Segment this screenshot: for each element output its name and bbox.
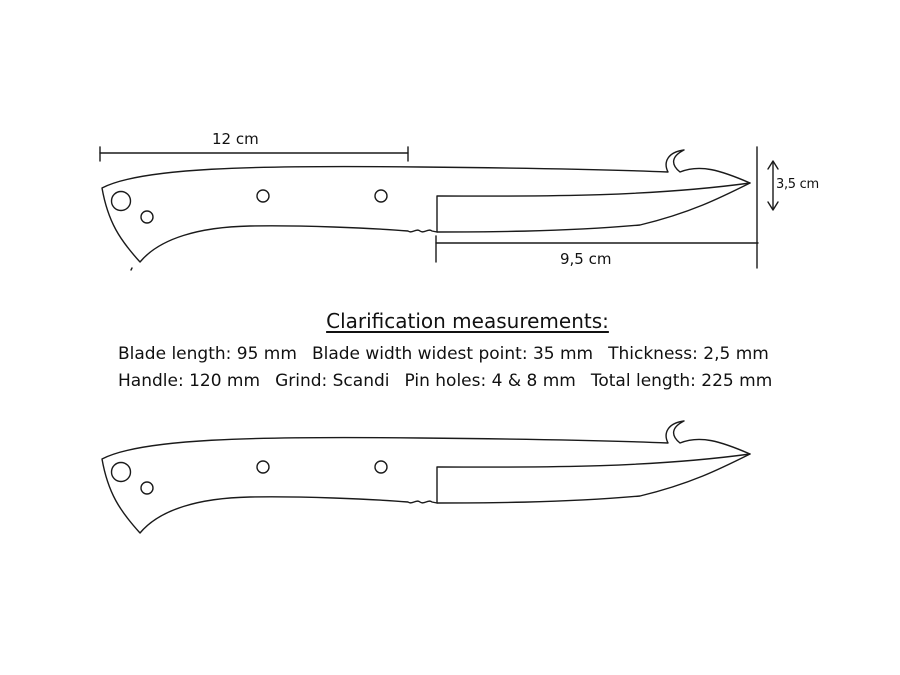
handle-length-dimension bbox=[99, 146, 409, 162]
spec-blade-length: Blade length: 95 mm bbox=[118, 344, 297, 364]
spec-blade-width: Blade width widest point: 35 mm bbox=[311, 344, 594, 364]
knife-top bbox=[101, 149, 751, 263]
spec-total-length: Total length: 225 mm bbox=[590, 371, 773, 391]
spec-handle: Handle: 120 mm bbox=[118, 371, 261, 391]
blade-width-dimension bbox=[767, 160, 779, 211]
blade-width-label: 3,5 cm bbox=[776, 177, 819, 192]
blade-length-label: 9,5 cm bbox=[560, 250, 612, 268]
specs-line-1: Blade length: 95 mm Blade width widest po… bbox=[118, 344, 784, 364]
spec-pin-holes: Pin holes: 4 & 8 mm bbox=[404, 371, 576, 391]
knife-bottom bbox=[101, 420, 751, 534]
handle-length-label: 12 cm bbox=[212, 130, 259, 148]
artifact-mark bbox=[130, 267, 133, 271]
blade-length-dimension bbox=[435, 146, 759, 269]
specs-line-2: Handle: 120 mm Grind: Scandi Pin holes: 4 … bbox=[118, 371, 787, 391]
specs-title: Clarification measurements: bbox=[326, 309, 609, 333]
spec-thickness: Thickness: 2,5 mm bbox=[608, 344, 769, 364]
spec-grind: Grind: Scandi bbox=[275, 371, 390, 391]
